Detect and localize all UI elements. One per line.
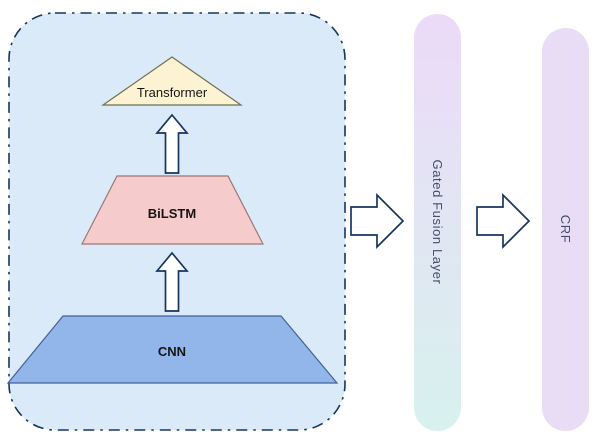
cnn-node — [6, 315, 339, 384]
crf-label: CRF — [558, 215, 573, 244]
transformer-label: Transformer — [137, 85, 208, 100]
crf-bar — [542, 28, 589, 431]
right-arrow-icon-1 — [350, 192, 405, 250]
transformer-node — [101, 56, 243, 106]
gated-fusion-bar — [414, 14, 461, 431]
up-arrow-icon-upper — [155, 113, 189, 174]
gated-fusion-label: Gated Fusion Layer — [430, 160, 445, 285]
up-arrow-icon-lower — [155, 251, 189, 312]
bilstm-label: BiLSTM — [148, 206, 196, 221]
bilstm-node — [81, 175, 264, 245]
right-arrow-icon-2 — [476, 192, 531, 250]
cnn-label: CNN — [158, 344, 186, 359]
